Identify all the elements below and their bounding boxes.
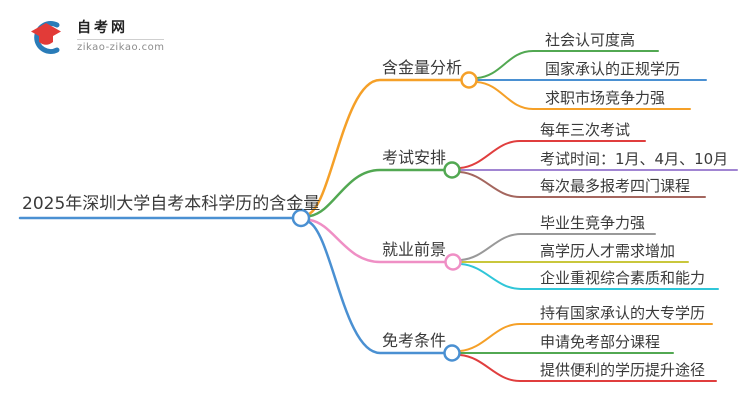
branch-connector-1 (307, 78, 463, 216)
branch-label-2: 考试安排 (382, 148, 447, 167)
leaf-label-2-3: 每次最多报考四门课程 (540, 177, 691, 195)
site-logo: 自考网 zikao-zikao.com (26, 17, 165, 57)
logo-domain: zikao-zikao.com (77, 39, 165, 54)
leaf-label-2-1: 每年三次考试 (540, 121, 631, 139)
root-node-handle[interactable] (291, 208, 311, 228)
branch-node-handle-2[interactable] (443, 161, 461, 179)
leaf-label-3-3: 企业重视综合素质和能力 (540, 269, 706, 287)
leaf-label-1-1: 社会认可度高 (545, 31, 636, 49)
leaf-connector-1-1 (476, 50, 659, 79)
graduation-cap-icon (31, 21, 61, 54)
branch-node-handle-3[interactable] (444, 253, 462, 271)
leaf-label-3-2: 高学历人才需求增加 (540, 242, 676, 260)
branch-connector-3 (308, 218, 447, 264)
leaf-label-4-1: 持有国家承认的大专学历 (540, 304, 706, 322)
leaf-connector-2-1 (459, 140, 646, 169)
leaf-label-4-3: 提供便利的学历提升途径 (540, 361, 706, 379)
logo-title: 自考网 (77, 20, 128, 36)
leaf-label-2-2: 考试时间：1月、4月、10月 (540, 150, 729, 168)
branch-label-4: 免考条件 (382, 331, 447, 350)
root-topic-label: 2025年深圳大学自考本科学历的含金量 (22, 194, 321, 214)
leaf-label-1-3: 求职市场竞争力强 (545, 89, 666, 107)
leaf-connector-3-3 (460, 263, 719, 290)
leaf-connector-4-1 (459, 323, 713, 352)
leaf-connector-1-3 (476, 81, 691, 110)
leaf-label-3-1: 毕业生竞争力强 (540, 214, 646, 232)
branch-connector-4 (307, 220, 446, 355)
branch-label-3: 就业前景 (382, 240, 447, 259)
branch-node-handle-1[interactable] (460, 71, 478, 89)
branch-label-1: 含金量分析 (382, 58, 463, 77)
leaf-connector-3-1 (460, 233, 656, 261)
leaf-label-4-2: 申请免考部分课程 (540, 333, 661, 351)
leaf-connector-4-3 (459, 354, 717, 382)
branch-connector-2 (308, 168, 446, 218)
leaf-connector-2-3 (459, 171, 706, 198)
branch-node-handle-4[interactable] (443, 344, 461, 362)
leaf-label-1-2: 国家承认的正规学历 (545, 60, 681, 78)
